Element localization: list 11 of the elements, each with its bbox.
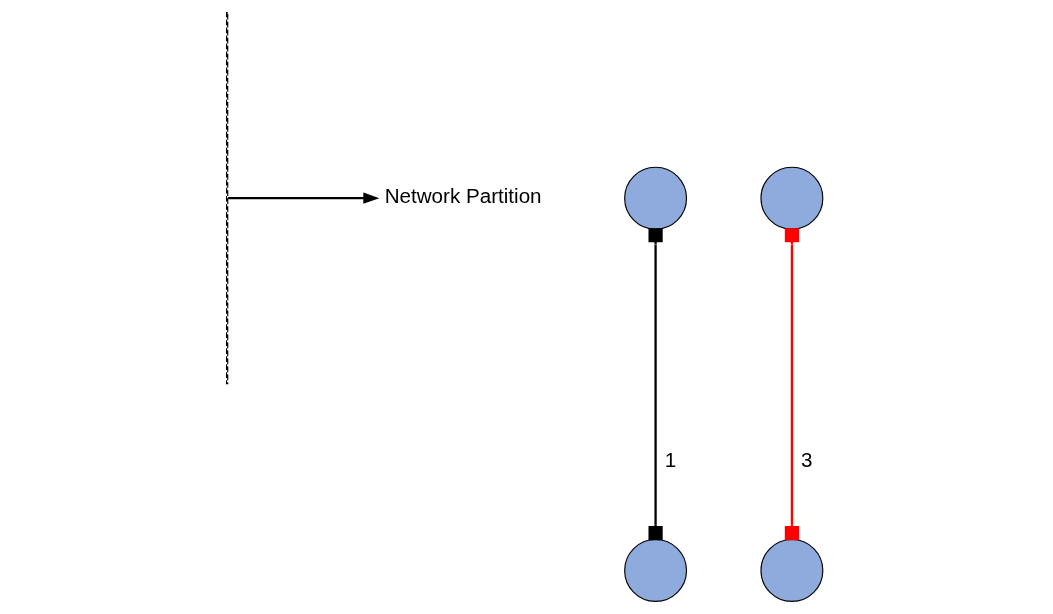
- connector: [648, 228, 663, 541]
- node-circle: [623, 538, 687, 602]
- node-circle: [759, 538, 823, 602]
- node-circle: [623, 166, 687, 230]
- connector: [784, 228, 799, 541]
- node-circle: [759, 166, 823, 230]
- node-line: [225, 12, 228, 385]
- arrow: [227, 192, 379, 204]
- node-text: Network Partition: [384, 184, 542, 208]
- edge-label: 1: [664, 447, 676, 471]
- edge-label: 3: [800, 447, 813, 471]
